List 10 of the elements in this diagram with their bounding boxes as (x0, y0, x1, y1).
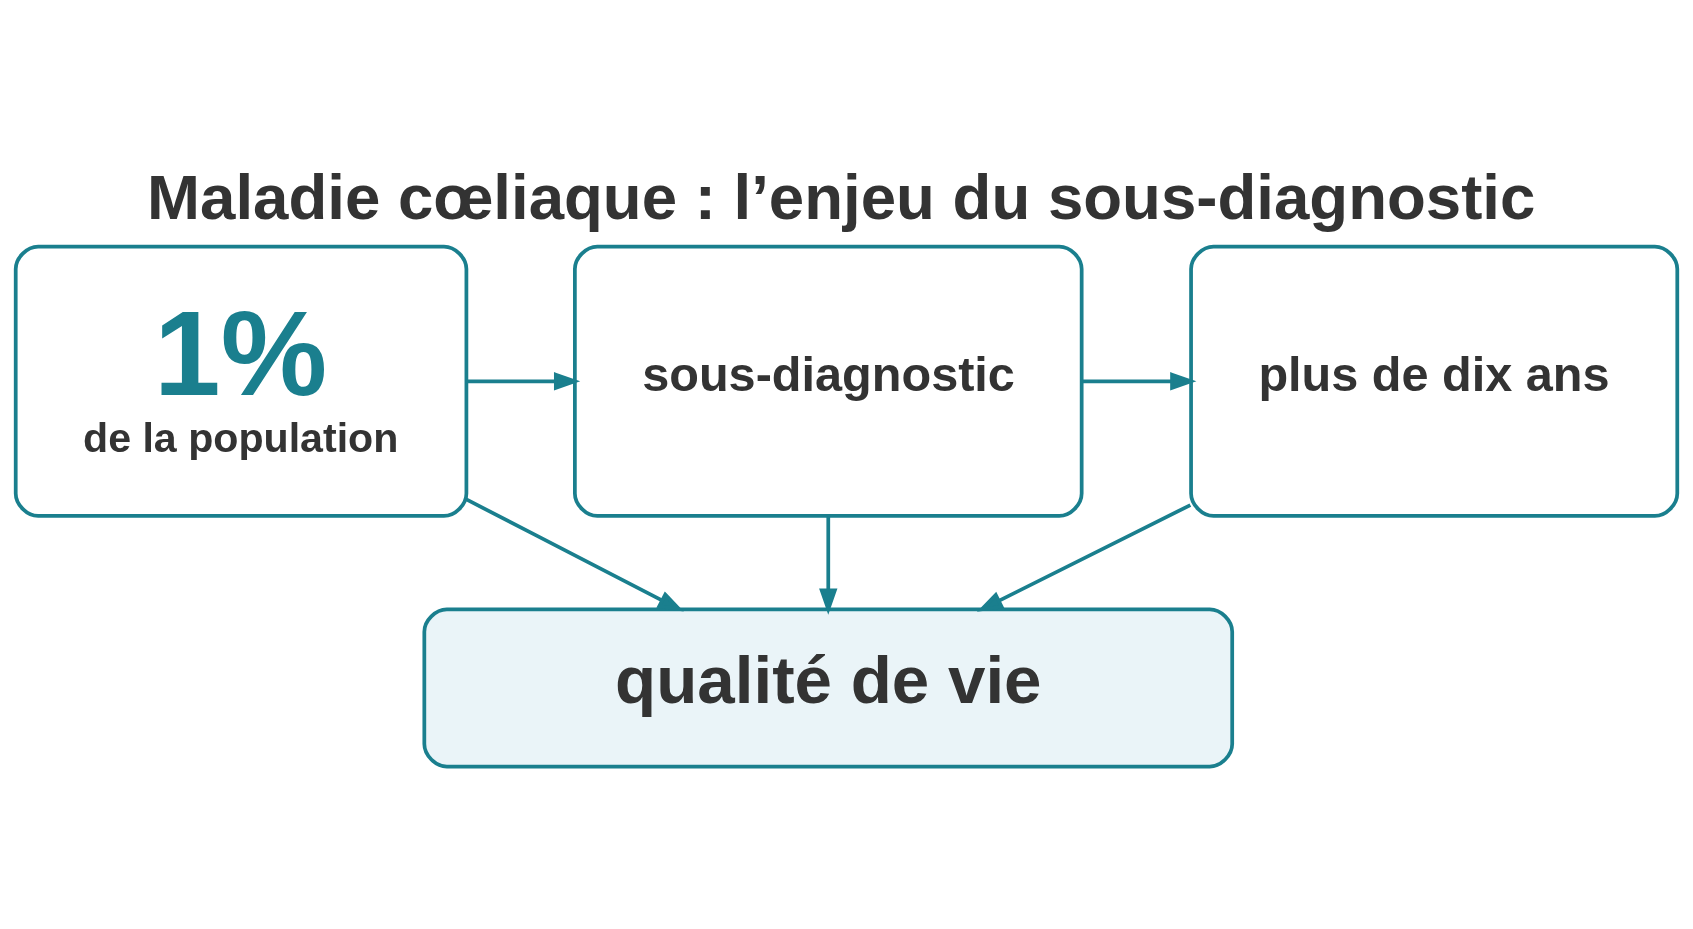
node-box: 1% de la population (13, 244, 469, 518)
node-box: qualité de vie (422, 607, 1235, 769)
arrow (465, 497, 684, 612)
arrow (1082, 372, 1197, 391)
node-box: sous-diagnostic (573, 244, 1084, 518)
arrow (466, 372, 581, 391)
arrow (819, 516, 838, 615)
diagram-title: Maladie cœliaque : l’enjeu du sous-diagnostic (147, 160, 1536, 232)
node-box: plus de dix ans (1189, 244, 1680, 518)
arrow (976, 503, 1192, 612)
